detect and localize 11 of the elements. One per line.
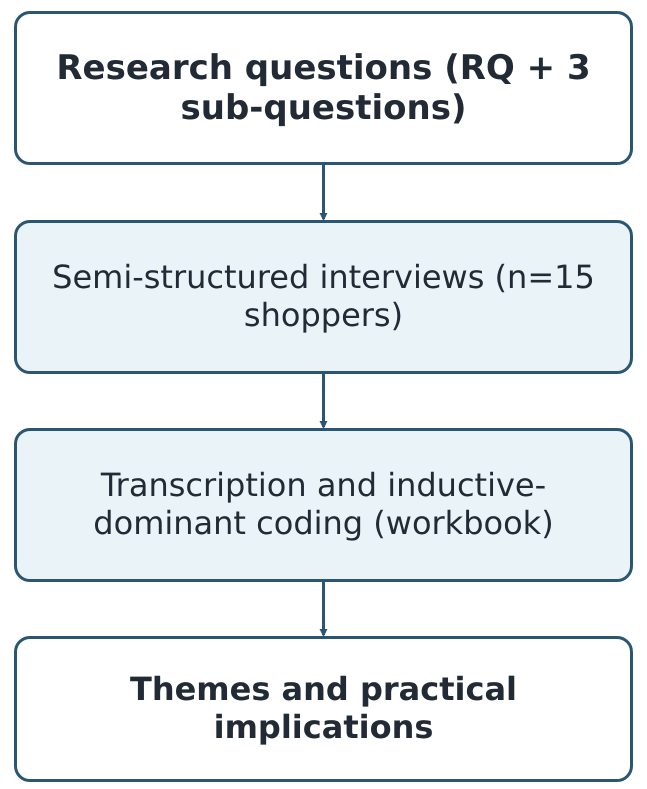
- box-text: Semi-structured interviews (n=15 shoppers): [51, 259, 596, 335]
- arrow: [320, 582, 328, 637]
- process-box: [14, 636, 633, 782]
- arrow: [320, 165, 328, 221]
- box-text: Themes and practical implications: [128, 671, 518, 747]
- box-text: Research questions (RQ + 3 sub-questions): [55, 48, 592, 128]
- process-box: [14, 11, 633, 165]
- process-box: [14, 220, 633, 374]
- arrow: [320, 374, 328, 429]
- process-box: [14, 428, 633, 582]
- box-text: Transcription and inductive-dominant coding (workbook): [92, 467, 555, 543]
